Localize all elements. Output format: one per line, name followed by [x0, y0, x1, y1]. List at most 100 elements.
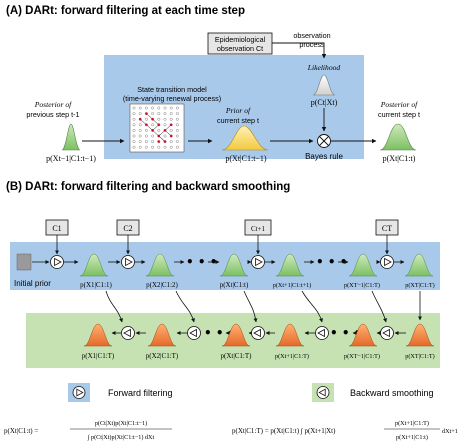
lattice-dot: [175, 106, 179, 110]
lattice-dot: [138, 123, 142, 127]
smooth-equation: p(Xt|C1:T) = p(Xt|C1:t) ∫ p(Xt+1|Xt) p(X…: [232, 420, 458, 441]
lattice-dot: [175, 134, 179, 138]
svg-text:p(Ct|Xt)p(Xt|C1:t−1): p(Ct|Xt)p(Xt|C1:t−1): [95, 420, 147, 427]
forward-filter-icon-2: [121, 255, 135, 269]
lattice-dot: [132, 123, 136, 127]
prior-label-1: Prior of: [225, 106, 251, 115]
arrow-obs-to-likelihood: [272, 42, 327, 59]
lattice-dot: [163, 106, 167, 110]
lattice-dot: [169, 106, 173, 110]
likelihood-formula: p(Ct|Xt): [311, 98, 338, 107]
curved-arrow-1: [105, 290, 123, 323]
lattice-dot: [138, 106, 142, 110]
svg-text:CT: CT: [382, 224, 392, 233]
lattice-dot: [144, 145, 148, 149]
lattice-dot: [163, 117, 167, 121]
svg-text:∫ p(Ct|Xt)p(Xt|C1:t−1) dXt: ∫ p(Ct|Xt)p(Xt|C1:t−1) dXt: [87, 434, 155, 441]
lattice-dot: [132, 112, 136, 116]
svg-text:p(Xt+1|C1:t): p(Xt+1|C1:t): [396, 434, 428, 441]
lattice-dot: [175, 140, 179, 144]
prior-label-2: current step t: [217, 116, 259, 125]
posterior-cur-curve: [379, 123, 417, 151]
lattice-dot: [144, 106, 148, 110]
lattice-dot: [175, 112, 179, 116]
lattice-dot: [144, 128, 148, 132]
obs-box-label-1: Epidemiological: [215, 35, 266, 44]
lattice-dot: [169, 123, 173, 127]
lattice-dot: [138, 134, 142, 138]
lattice-dot: [151, 128, 155, 132]
posterior-cur-label-1: Posterior of: [380, 100, 418, 109]
obs-box-ct1: Ct+1: [244, 219, 272, 236]
filter-formula-1: p(X1|C1:1): [80, 281, 112, 289]
lattice-dot: [138, 140, 142, 144]
backward-smooth-icon-1: [121, 326, 135, 340]
smooth-formula-6: p(XT|C1:T): [405, 353, 434, 360]
lattice-dot: [132, 140, 136, 144]
smooth-formula-4: p(Xt+1|C1:T): [275, 353, 309, 360]
obs-box-label-2: observation Ct: [217, 44, 263, 53]
forward-filter-icon-4: [380, 255, 394, 269]
forward-filter-icon-3: [251, 255, 265, 269]
lattice-dot: [132, 145, 136, 149]
backward-ellipsis-1: • • •: [204, 326, 235, 340]
filter-formula-5: p(XT−1|C1:T): [344, 282, 380, 289]
legend-forward-icon: [72, 386, 86, 399]
lattice-dot: [157, 128, 161, 132]
lattice-dot: [163, 128, 167, 132]
lattice-dot: [169, 112, 173, 116]
panel-b-title: (B) DARt: forward filtering and backward…: [6, 181, 290, 193]
smooth-formula-3: p(Xt|C1:T): [221, 352, 253, 360]
lattice-dot: [175, 128, 179, 132]
lattice-dot: [151, 112, 155, 116]
filter-curve-3: [219, 253, 249, 277]
likelihood-label: Likelihood: [307, 63, 341, 72]
obs-box-c1: C1: [45, 219, 69, 236]
smooth-formula-1: p(X1|C1:T): [82, 352, 115, 360]
curved-arrow-2: [175, 290, 195, 323]
filter-formula-3: p(Xt|C1:t): [220, 281, 249, 289]
lattice-dot: [151, 140, 155, 144]
lattice-dot: [169, 117, 173, 121]
lattice-dot: [144, 140, 148, 144]
bayes-label: Bayes rule: [305, 152, 343, 161]
legend-forward-label: Forward filtering: [108, 388, 173, 398]
filter-curve-6: [404, 253, 434, 277]
filter-curve-1: [79, 253, 109, 277]
lattice-dot: [144, 123, 148, 127]
lattice-dot: [138, 145, 142, 149]
lattice-dot: [163, 112, 167, 116]
curved-arrow-4: [301, 290, 323, 323]
posterior-cur-formula: p(Xt|C1:t): [383, 154, 416, 163]
smooth-curve-5: [348, 323, 378, 347]
lattice-dot: [157, 134, 161, 138]
smooth-formula-5: p(XT−1|C1:T): [344, 353, 380, 360]
lattice-dot: [151, 145, 155, 149]
obs-process-label-2: process: [299, 40, 325, 49]
legend-backward-icon: [316, 386, 330, 399]
filter-curve-4: [275, 253, 305, 277]
lattice-dot: [175, 117, 179, 121]
lattice-dot: [163, 145, 167, 149]
lattice-dot: [151, 117, 155, 121]
svg-text:Ct+1: Ct+1: [251, 225, 266, 233]
lattice-dot: [138, 117, 142, 121]
initial-prior-label: Initial prior: [14, 279, 51, 288]
filter-equation: p(Xt|C1:t) = p(Ct|Xt)p(Xt|C1:t−1) ∫ p(Ct…: [4, 420, 172, 441]
filter-formula-4: p(Xt+1|C1:t+1): [273, 282, 311, 289]
model-label-2: (time-varying renewal process): [123, 94, 221, 103]
obs-process-label-1: observation: [293, 31, 330, 40]
lattice-dot: [144, 117, 148, 121]
curved-arrow-3: [243, 290, 258, 323]
smooth-curve-2: [147, 323, 177, 347]
lattice-dot: [157, 140, 161, 144]
lattice-dot: [157, 112, 161, 116]
obs-box-cT: CT: [375, 219, 399, 236]
lattice-dot: [163, 134, 167, 138]
filter-curve-2: [145, 253, 175, 277]
filter-formula-2: p(X2|C1:2): [146, 281, 178, 289]
lattice-dot: [157, 145, 161, 149]
svg-text:p(Xt|C1:t) =: p(Xt|C1:t) =: [4, 427, 38, 435]
bayes-multiply-icon: [317, 134, 331, 148]
